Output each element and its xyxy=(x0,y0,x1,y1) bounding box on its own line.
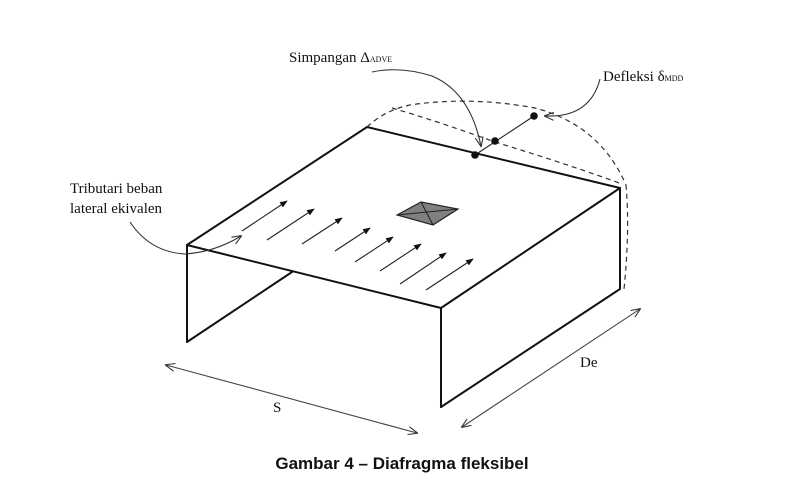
deflection-points xyxy=(471,112,538,159)
roof-right-edge xyxy=(440,187,621,309)
deflected-shape xyxy=(366,100,629,290)
opening-diagonal-2 xyxy=(420,201,434,226)
load-arrow xyxy=(425,258,474,291)
load-arrow xyxy=(334,227,371,252)
depth-dimension-arrow xyxy=(462,309,640,427)
roof-left-edge xyxy=(186,126,368,246)
load-arrow xyxy=(354,236,394,263)
defleksi-leader-arrow xyxy=(545,78,601,116)
defleksi-label: Defleksi δMDD xyxy=(603,69,684,85)
tributari-leader-arrow xyxy=(129,221,241,255)
deflected-front-edge xyxy=(391,107,623,185)
load-arrow xyxy=(379,243,422,272)
right-wall xyxy=(440,187,621,408)
roof-front-edge xyxy=(186,244,442,309)
lateral-load-arrows xyxy=(241,200,474,291)
span-dimension-arrow xyxy=(166,365,417,433)
load-arrow xyxy=(301,217,343,245)
point-midspan-deflection xyxy=(530,112,538,120)
figure-caption: Gambar 4 – Diafragma fleksibel xyxy=(275,454,529,473)
load-arrow xyxy=(241,200,288,232)
left-wall-bottom-edge xyxy=(186,271,293,343)
simpangan-label: Simpangan ΔADVE xyxy=(289,50,392,66)
load-arrow xyxy=(266,208,315,241)
depth-label: De xyxy=(580,355,598,371)
simpangan-leader-arrow xyxy=(371,69,481,146)
central-opening xyxy=(395,201,460,226)
roof-diaphragm xyxy=(186,126,621,309)
tributari-label-line2: lateral ekivalen xyxy=(70,201,163,217)
opening-diagonal-1 xyxy=(396,208,459,216)
right-wall-bottom-edge xyxy=(440,288,621,408)
deflected-back-edge xyxy=(366,100,627,186)
roof-back-edge xyxy=(366,126,621,189)
deflection-line xyxy=(474,115,535,156)
deflected-wall-edge xyxy=(623,184,629,290)
span-label: S xyxy=(273,400,281,416)
left-wall xyxy=(186,244,293,343)
point-wall-displacement xyxy=(491,137,499,145)
tributari-label-line1: Tributari beban xyxy=(70,181,163,197)
point-diaphragm-edge xyxy=(471,151,479,159)
load-arrow xyxy=(399,252,447,285)
